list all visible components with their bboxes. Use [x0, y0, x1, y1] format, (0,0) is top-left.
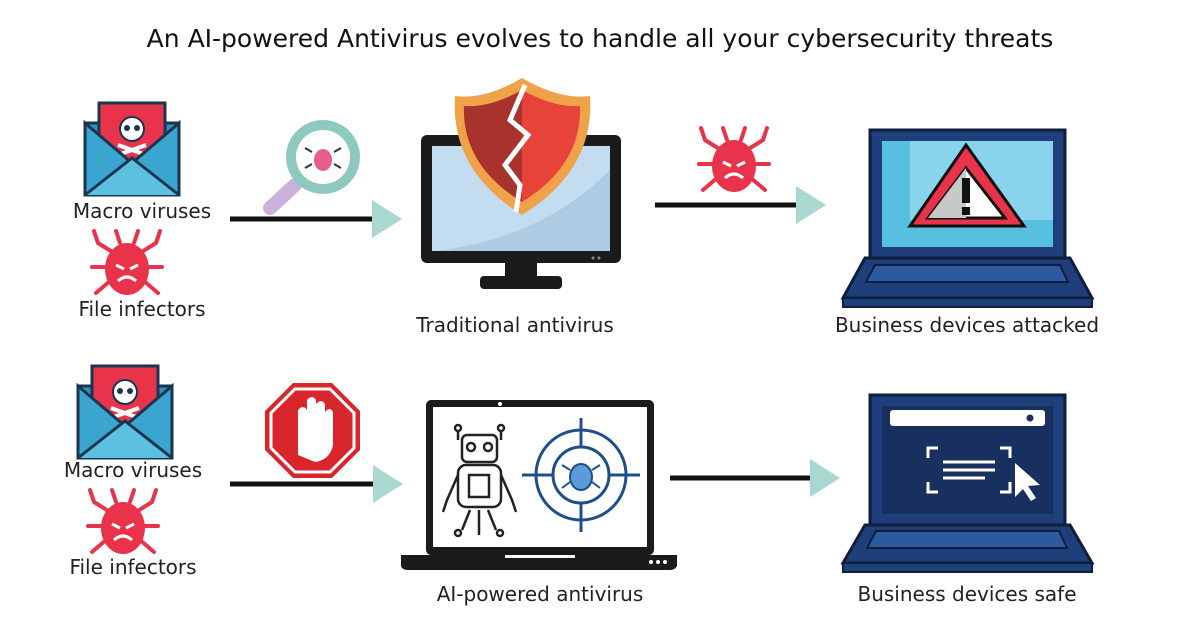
page-title: An AI-powered Antivirus evolves to handl… — [147, 24, 1054, 53]
laptop-warning-icon — [840, 128, 1095, 308]
traditional-antivirus-label: Traditional antivirus — [415, 313, 614, 337]
devices-attacked-label: Business devices attacked — [835, 313, 1099, 337]
target-bug-icon — [522, 418, 640, 532]
ai-antivirus-label: AI-powered antivirus — [437, 582, 644, 606]
arrow-icon — [796, 186, 826, 224]
laptop-safe-icon — [840, 393, 1095, 573]
macro-virus-envelope-icon — [83, 101, 181, 197]
robot-icon — [441, 423, 518, 538]
threat-label-file: File infectors — [78, 297, 205, 321]
attacking-bug-icon — [697, 126, 771, 194]
devices-safe-label: Business devices safe — [857, 582, 1076, 606]
threat-label-macro: Macro viruses — [64, 458, 202, 482]
file-infector-bug-icon — [86, 488, 160, 556]
laptop-ai-icon — [401, 400, 677, 570]
row-ai: Macro viruses File infectors — [64, 364, 1095, 606]
threat-label-file: File infectors — [69, 555, 196, 579]
arrow-icon — [810, 459, 840, 497]
magnifier-bug-icon — [263, 120, 360, 215]
row-traditional: Macro viruses File infectors Traditional — [73, 78, 1099, 337]
broken-shield-icon — [454, 78, 591, 215]
file-infector-bug-icon — [90, 229, 164, 297]
macro-virus-envelope-icon — [76, 364, 174, 460]
stop-hand-icon — [265, 383, 360, 478]
arrow-icon — [372, 200, 402, 238]
threat-label-macro: Macro viruses — [73, 199, 211, 223]
arrow-icon — [373, 465, 403, 503]
